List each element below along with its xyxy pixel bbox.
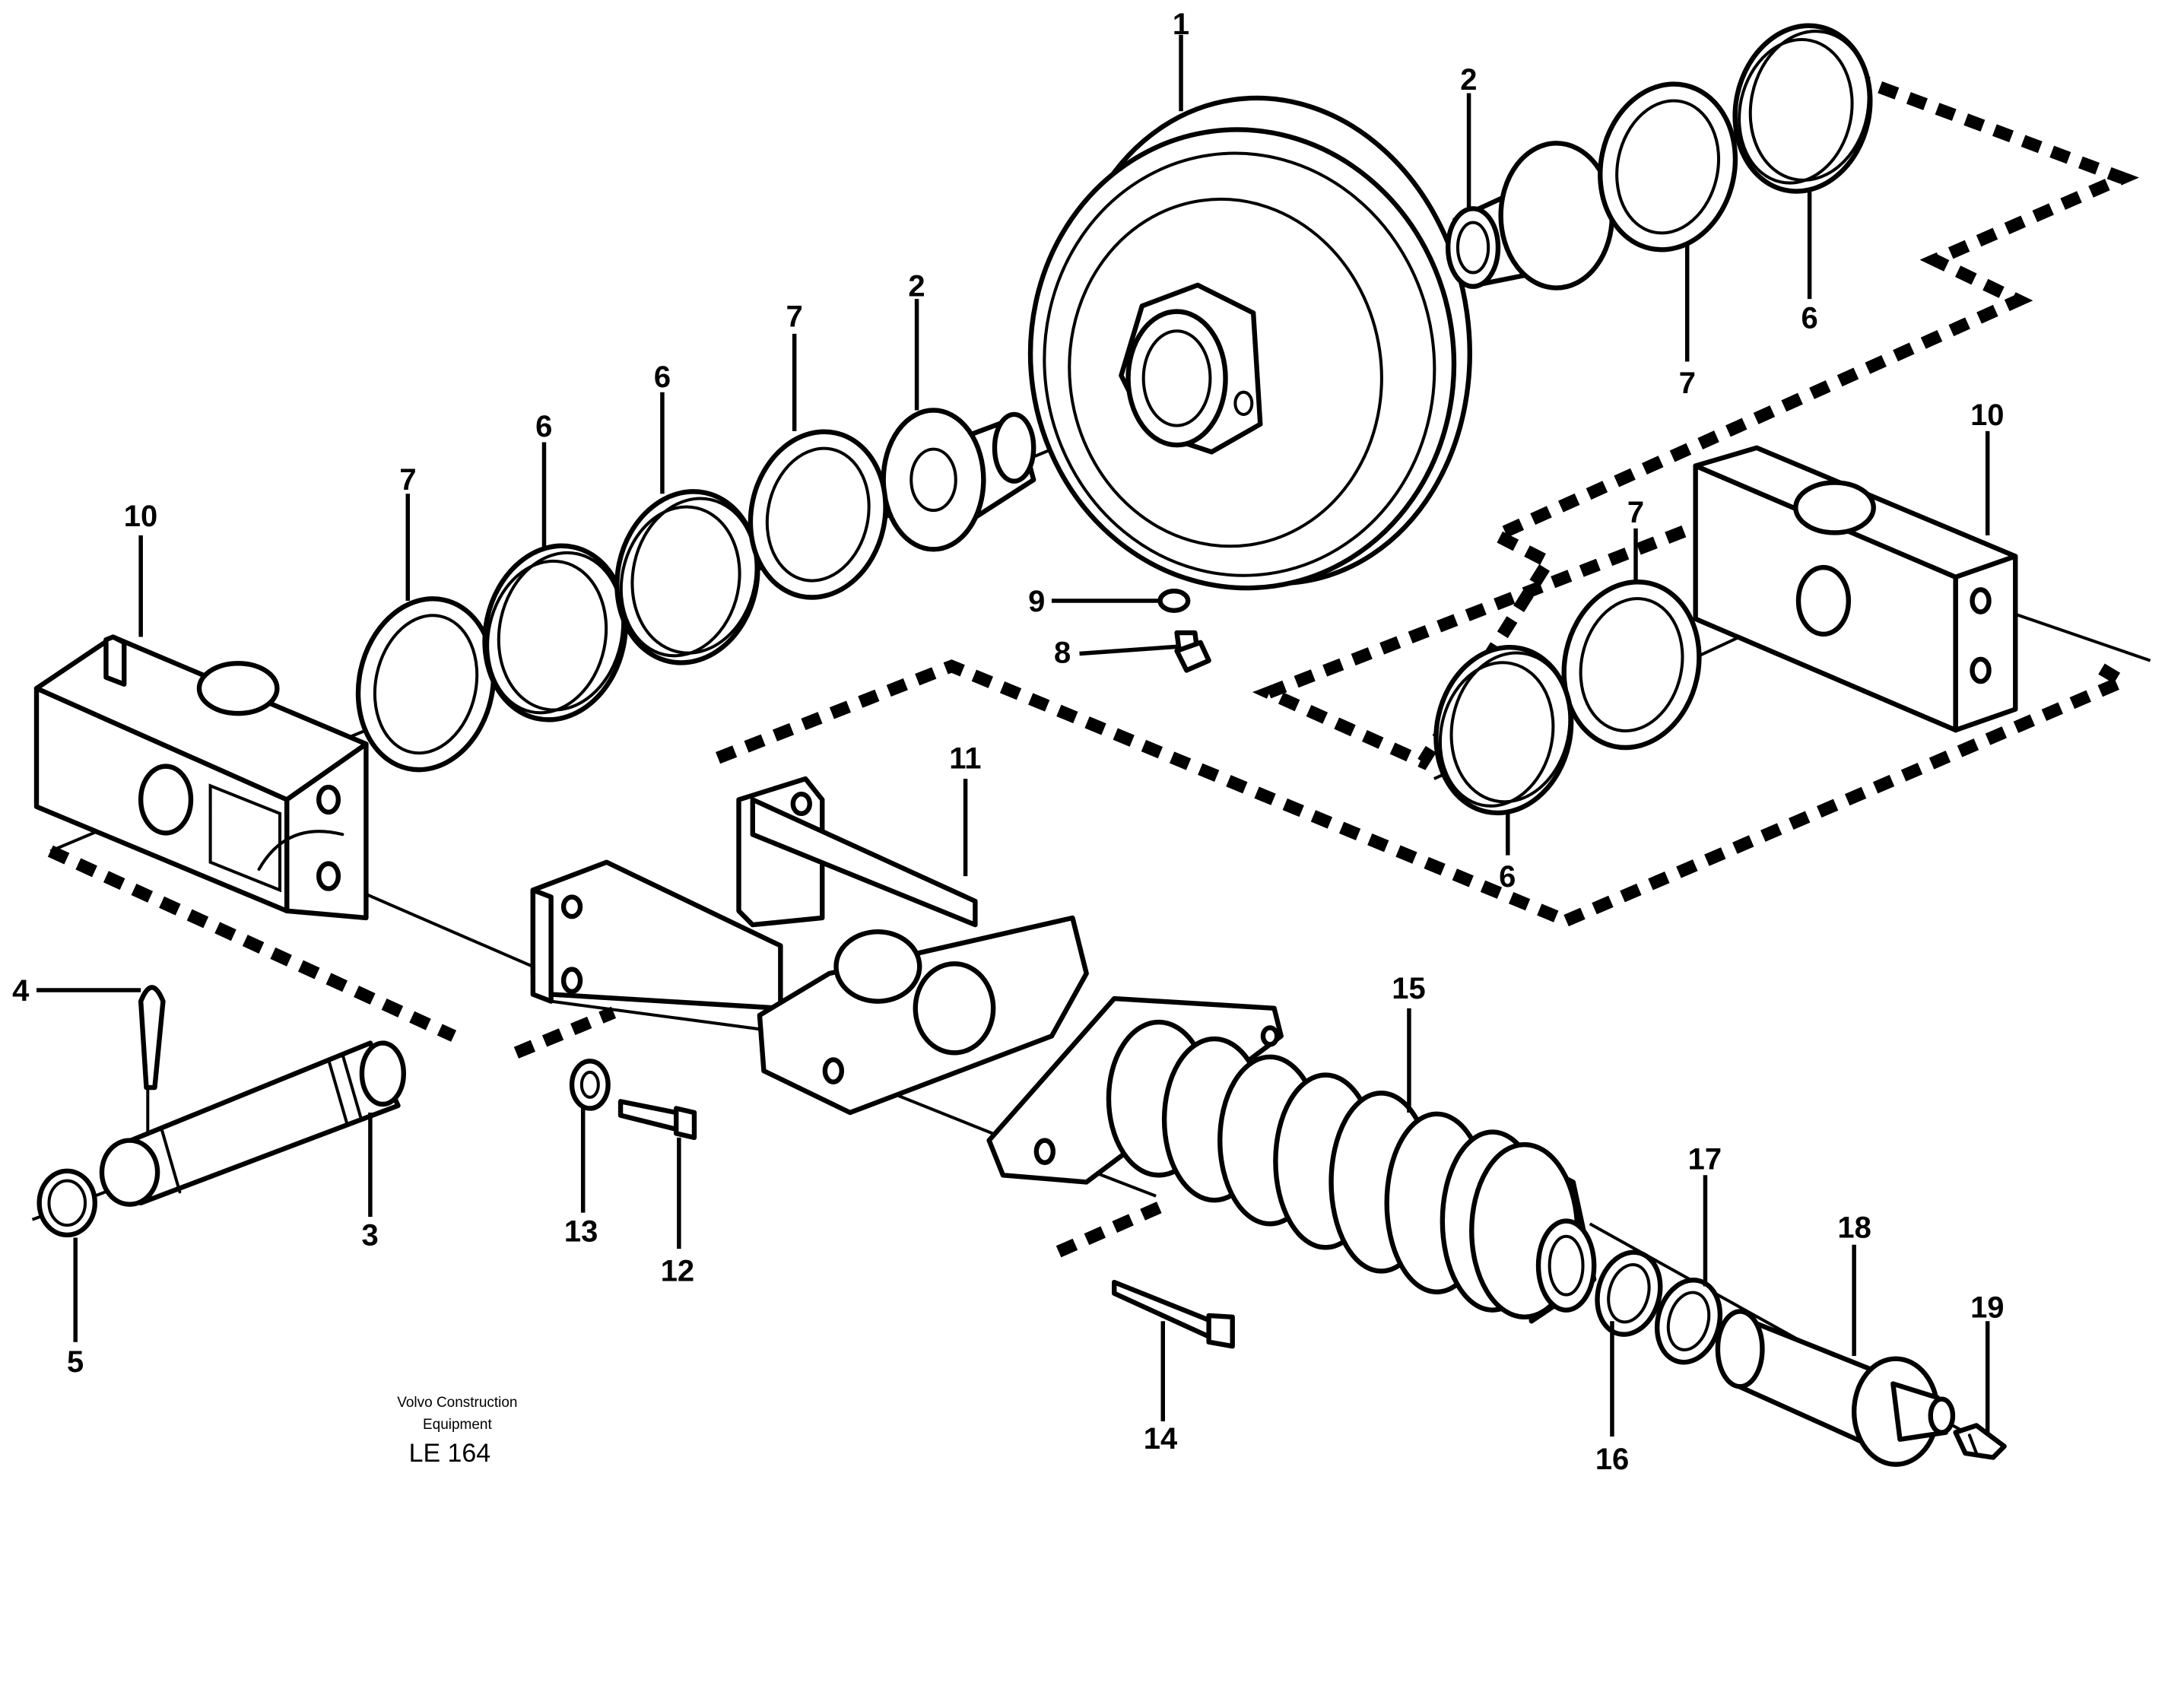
callout-7-right-top: 7 (1679, 367, 1696, 400)
callout-2-left: 2 (908, 269, 925, 303)
caption-drawing-code: LE 164 (409, 1439, 491, 1468)
callout-3: 3 (361, 1219, 378, 1253)
callout-14: 14 (1144, 1422, 1177, 1456)
pin-3 (99, 1040, 406, 1207)
seal-ring-6-left-b (614, 489, 760, 665)
screw-8 (1174, 630, 1211, 673)
callout-1: 1 (1173, 8, 1189, 41)
recoil-spring (986, 995, 1597, 1324)
leader-lines (37, 34, 1990, 1437)
callout-18: 18 (1837, 1211, 1871, 1245)
cotter-pin-4 (138, 985, 166, 1091)
callout-15: 15 (1392, 972, 1425, 1005)
callout-13: 13 (564, 1215, 598, 1249)
callout-labels: 1 2 2 3 4 5 6 6 6 6 7 7 7 7 8 9 10 10 11… (12, 8, 2004, 1476)
seal-ring-6-right-bottom (1433, 645, 1574, 816)
seal-ring-7-left (355, 596, 497, 773)
callout-17: 17 (1688, 1143, 1722, 1176)
callout-6-left-a: 6 (535, 410, 552, 443)
callout-5: 5 (67, 1345, 84, 1379)
seal-17 (1654, 1278, 1723, 1365)
grease-nipple (1953, 1423, 2007, 1460)
callout-7-left: 7 (399, 463, 416, 497)
callout-6-right-top: 6 (1801, 301, 1818, 335)
callout-8: 8 (1054, 637, 1071, 670)
bearing-block-left (33, 634, 369, 921)
callout-6-left-b: 6 (654, 360, 671, 394)
grease-cylinder (1715, 1309, 1956, 1467)
callout-10-right: 10 (1970, 398, 2004, 432)
bushing-right (1445, 141, 1615, 291)
bolt-12 (617, 1099, 697, 1141)
caption-company-line1: Volvo Construction (397, 1395, 517, 1411)
callout-6-right-bottom: 6 (1499, 860, 1516, 894)
seal-ring-7-right-bottom (1561, 579, 1702, 751)
callout-9: 9 (1028, 585, 1045, 618)
callout-19: 19 (1970, 1291, 2004, 1324)
idler-yoke (530, 776, 1089, 1116)
callout-11: 11 (949, 741, 981, 775)
callout-16: 16 (1595, 1443, 1629, 1476)
callout-10-left: 10 (124, 500, 157, 533)
callout-4: 4 (12, 974, 29, 1008)
o-ring-16 (1595, 1249, 1663, 1337)
caption-company-line2: Equipment (423, 1417, 492, 1433)
washer-13 (569, 1059, 611, 1111)
drawing-caption: Volvo Construction Equipment LE 164 (397, 1395, 517, 1468)
bearing-block-right (1693, 445, 2018, 733)
ring-5 (37, 1168, 98, 1238)
seal-ring-6-right-top (1732, 23, 1873, 194)
seal-ring-7-left-b (748, 429, 888, 600)
washer-9 (1157, 589, 1191, 614)
callout-2-right: 2 (1460, 63, 1477, 97)
bushing-left (881, 408, 1036, 552)
callout-12: 12 (661, 1254, 694, 1287)
seal-ring-7-right-top (1598, 81, 1738, 252)
idler-wheel (1027, 95, 1472, 591)
seal-ring-6-left-a (482, 543, 628, 722)
bolt-14 (1112, 1279, 1235, 1349)
callout-7-left-b: 7 (786, 300, 803, 333)
callout-7-right-bottom: 7 (1627, 496, 1644, 529)
